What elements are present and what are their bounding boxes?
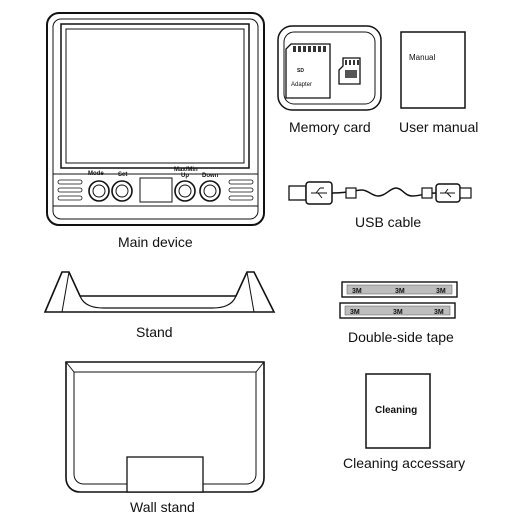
- wall-stand-label: Wall stand: [130, 499, 195, 515]
- mode-button-label: Mode: [88, 171, 104, 177]
- usb-cable: [288, 181, 472, 205]
- up-button[interactable]: [174, 180, 196, 202]
- user-manual: Manual: [400, 31, 466, 109]
- usb-left-icon: [311, 187, 327, 199]
- micro-sd-card: [338, 57, 361, 85]
- tape-mark: 3M: [352, 288, 362, 295]
- cleaning-accessory-label: Cleaning accessary: [343, 455, 466, 471]
- stand-label: Stand: [136, 324, 173, 340]
- manual-cover-text: Manual: [409, 53, 435, 62]
- up-button-label: Up: [181, 173, 189, 179]
- down-button-label: Down: [202, 173, 219, 179]
- max-min-button-label: Max/Min: [174, 167, 198, 173]
- sd-adapter: SD Adapter: [285, 43, 331, 99]
- tape-mark: 3M: [395, 288, 405, 295]
- sd-logo-text: SD: [297, 68, 304, 74]
- main-device-label: Main device: [118, 234, 193, 250]
- right-speaker-grille: [228, 179, 254, 201]
- main-device: Mode Set Max/Min Up Down: [46, 12, 265, 226]
- stand: [43, 271, 276, 313]
- set-button-label: Set: [118, 172, 127, 178]
- tape-mark: 3M: [436, 288, 446, 295]
- usb-cable-label: USB cable: [355, 214, 422, 230]
- cleaning-accessory: Cleaning: [365, 373, 431, 449]
- tape-mark: 3M: [434, 309, 444, 316]
- tape-strip-top: 3M 3M 3M: [341, 281, 458, 298]
- memory-card-label: Memory card: [289, 119, 371, 135]
- cleaning-cloth-text: Cleaning: [375, 405, 417, 416]
- double-side-tape-label: Double-side tape: [348, 329, 454, 345]
- mode-button[interactable]: [88, 180, 110, 202]
- set-button[interactable]: [111, 180, 133, 202]
- tape-strip-bottom: 3M 3M 3M: [339, 302, 456, 319]
- tape-mark: 3M: [393, 309, 403, 316]
- wall-stand: [65, 361, 265, 493]
- left-speaker-grille: [57, 179, 83, 201]
- adapter-text: Adapter: [291, 82, 312, 88]
- down-button[interactable]: [199, 180, 221, 202]
- memory-card: SD Adapter: [277, 25, 382, 111]
- tape-mark: 3M: [350, 309, 360, 316]
- double-side-tape: 3M 3M 3M 3M 3M 3M: [339, 281, 458, 319]
- usb-right-icon: [440, 188, 455, 198]
- user-manual-label: User manual: [399, 119, 479, 135]
